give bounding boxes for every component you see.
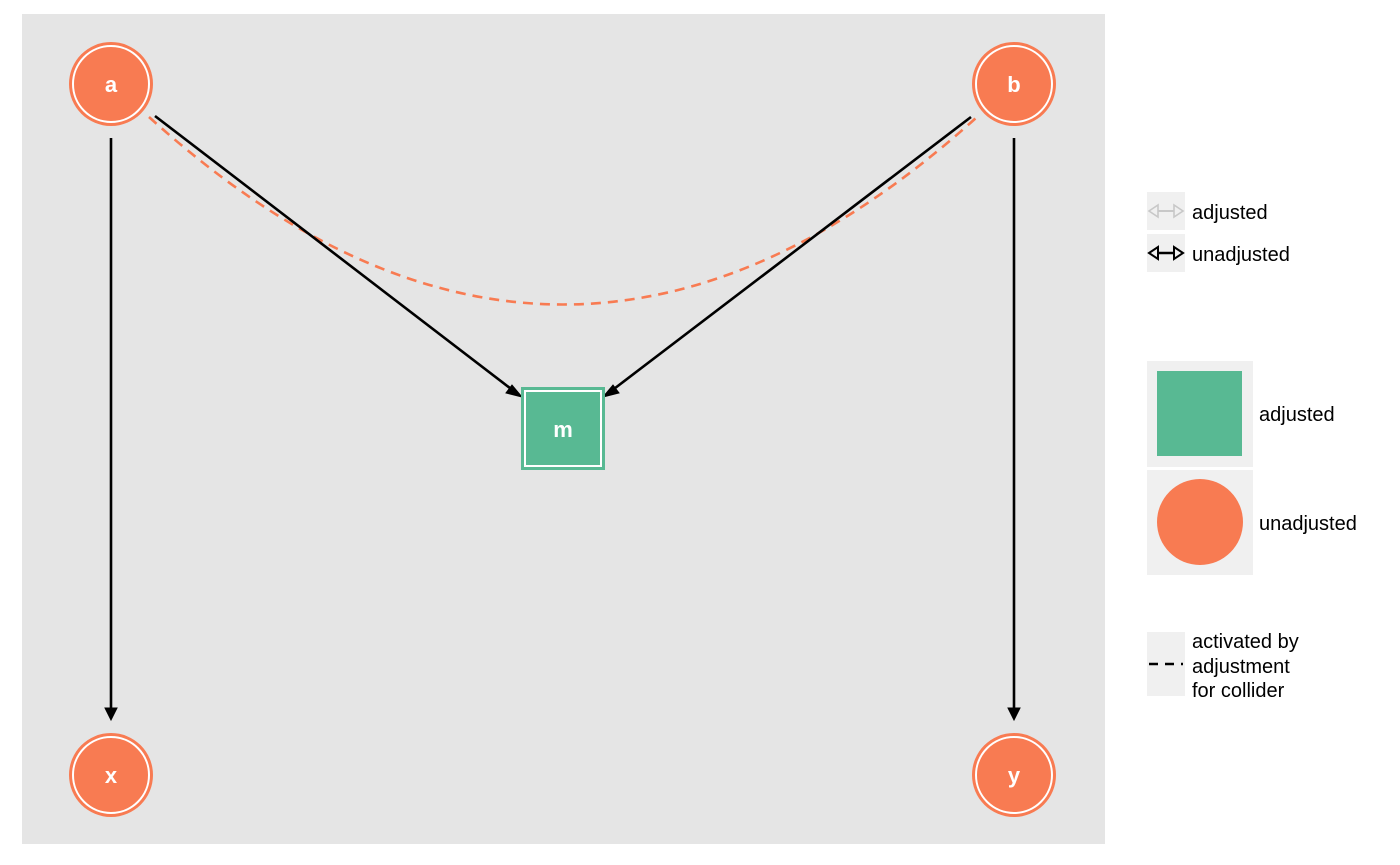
- circle-unadjusted-icon: [1157, 479, 1243, 565]
- edge-a-to-m-arrowhead: [505, 384, 524, 398]
- node-m: m: [521, 387, 605, 470]
- node-b-label: b: [1007, 72, 1020, 97]
- edge-b-to-m-arrowhead: [601, 384, 620, 398]
- edge-b-to-y-arrowhead: [1007, 707, 1021, 722]
- legend-edge-adjusted-label: adjusted: [1192, 202, 1268, 224]
- double-arrow-adjusted-icon: [1147, 203, 1185, 219]
- legend-edges: adjusted unadjusted: [1147, 192, 1290, 272]
- edge-a-to-x-arrowhead: [104, 707, 118, 722]
- legend-node-unadjusted-label: unadjusted: [1259, 513, 1357, 535]
- node-a-label: a: [105, 72, 118, 97]
- legend-node-adjusted-label: adjusted: [1259, 404, 1335, 426]
- legend-activated-line3: for collider: [1192, 680, 1285, 702]
- node-b: b: [972, 42, 1056, 126]
- legend-activated: activated by adjustment for collider: [1147, 631, 1299, 702]
- square-adjusted-icon: [1157, 371, 1242, 456]
- legend-activated-line2: adjustment: [1192, 656, 1290, 678]
- double-arrow-unadjusted-icon: [1147, 245, 1185, 261]
- edge-b-to-m: [605, 115, 972, 397]
- node-a: a: [69, 42, 153, 126]
- node-x-label: x: [105, 763, 118, 788]
- legend-nodes: adjusted unadjusted: [1147, 361, 1357, 575]
- node-m-label: m: [553, 417, 573, 442]
- node-y: y: [972, 733, 1056, 817]
- legend-edge-unadjusted-label: unadjusted: [1192, 244, 1290, 266]
- node-y-label: y: [1008, 763, 1021, 788]
- edge-a-to-m: [154, 114, 520, 397]
- activated-path-a-b: [148, 116, 978, 306]
- node-x: x: [69, 733, 153, 817]
- legend-activated-line1: activated by: [1192, 631, 1299, 653]
